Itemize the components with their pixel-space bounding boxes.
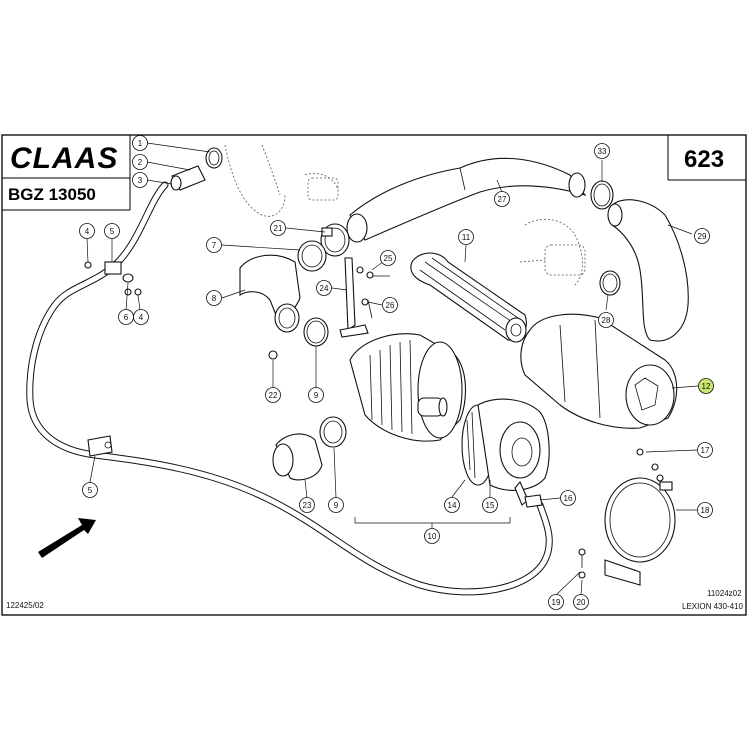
callout-3[interactable]: 3 xyxy=(132,172,148,188)
svg-text:16: 16 xyxy=(564,494,573,503)
svg-text:15: 15 xyxy=(486,501,495,510)
svg-text:18: 18 xyxy=(701,506,710,515)
page-number: 623 xyxy=(684,146,724,173)
svg-text:2: 2 xyxy=(138,158,143,167)
svg-text:17: 17 xyxy=(701,446,710,455)
sleeve-23 xyxy=(272,433,323,481)
svg-text:19: 19 xyxy=(552,598,561,607)
filter-cartridge-11 xyxy=(410,252,527,343)
callout-8[interactable]: 8 xyxy=(206,290,222,306)
air-filter-housing xyxy=(349,333,467,442)
callout-5-bottom[interactable]: 5 xyxy=(82,482,98,498)
footer-right-code: 11024z02 xyxy=(707,589,742,598)
svg-text:7: 7 xyxy=(212,241,217,250)
callout-28[interactable]: 28 xyxy=(598,312,614,328)
svg-text:29: 29 xyxy=(698,232,707,241)
callout-4-bottom[interactable]: 4 xyxy=(133,309,149,325)
callout-leaders xyxy=(86,142,699,596)
callout-33[interactable]: 33 xyxy=(594,143,610,159)
svg-text:12: 12 xyxy=(702,382,711,391)
svg-text:25: 25 xyxy=(384,254,393,263)
svg-text:20: 20 xyxy=(577,598,586,607)
footer-left-code: 122425/02 xyxy=(6,601,44,610)
svg-text:4: 4 xyxy=(85,227,90,236)
brand-logo: CLAAS xyxy=(10,142,118,175)
callout-10[interactable]: 10 xyxy=(424,528,440,544)
svg-text:14: 14 xyxy=(448,501,457,510)
callout-12[interactable]: 12 xyxy=(698,378,714,394)
callout-27[interactable]: 27 xyxy=(494,191,510,207)
pipe-27 xyxy=(346,157,587,243)
filter-element-12 xyxy=(520,313,678,429)
callout-25[interactable]: 25 xyxy=(380,250,396,266)
vacuum-hose-loop xyxy=(26,181,553,596)
svg-text:5: 5 xyxy=(110,227,115,236)
callout-6[interactable]: 6 xyxy=(118,309,134,325)
callout-9-bottom[interactable]: 9 xyxy=(328,497,344,513)
callout-11[interactable]: 11 xyxy=(458,229,474,245)
callout-26[interactable]: 26 xyxy=(382,297,398,313)
svg-text:1: 1 xyxy=(138,139,143,148)
callout-18[interactable]: 18 xyxy=(697,502,713,518)
hose-29 xyxy=(607,199,689,342)
callout-2[interactable]: 2 xyxy=(132,154,148,170)
turbo-outline xyxy=(519,218,586,286)
svg-text:6: 6 xyxy=(124,313,129,322)
elbow-8 xyxy=(239,254,301,333)
callout-17[interactable]: 17 xyxy=(697,442,713,458)
drawing: 1 2 3 4 5 6 4 7 8 9 22 21 24 25 26 27 11… xyxy=(26,135,714,610)
callout-7[interactable]: 7 xyxy=(206,237,222,253)
svg-text:11: 11 xyxy=(462,233,471,242)
svg-text:27: 27 xyxy=(498,195,507,204)
svg-text:3: 3 xyxy=(138,176,143,185)
svg-text:24: 24 xyxy=(320,284,329,293)
svg-text:22: 22 xyxy=(269,391,278,400)
footer-model: LEXION 430-410 xyxy=(682,602,743,611)
direction-arrow-icon xyxy=(38,518,96,558)
callout-20[interactable]: 20 xyxy=(573,594,589,610)
svg-text:21: 21 xyxy=(274,224,283,233)
svg-text:23: 23 xyxy=(303,501,312,510)
group-code: BGZ 13050 xyxy=(8,185,96,204)
svg-text:4: 4 xyxy=(139,313,144,322)
svg-text:28: 28 xyxy=(602,316,611,325)
callout-21[interactable]: 21 xyxy=(270,220,286,236)
svg-text:5: 5 xyxy=(88,486,93,495)
callout-4-top[interactable]: 4 xyxy=(79,223,95,239)
callout-29[interactable]: 29 xyxy=(694,228,710,244)
filter-cover xyxy=(461,398,550,506)
svg-text:9: 9 xyxy=(314,391,319,400)
svg-text:26: 26 xyxy=(386,301,395,310)
callout-24[interactable]: 24 xyxy=(316,280,332,296)
callout-14[interactable]: 14 xyxy=(444,497,460,513)
callout-22[interactable]: 22 xyxy=(265,387,281,403)
callout-15[interactable]: 15 xyxy=(482,497,498,513)
svg-text:9: 9 xyxy=(334,501,339,510)
svg-text:10: 10 xyxy=(428,532,437,541)
callout-19[interactable]: 19 xyxy=(548,594,564,610)
callout-16[interactable]: 16 xyxy=(560,490,576,506)
svg-text:8: 8 xyxy=(212,294,217,303)
strap-18 xyxy=(604,477,676,586)
callouts: 1 2 3 4 5 6 4 7 8 9 22 21 24 25 26 27 11… xyxy=(79,135,714,610)
callout-9-top[interactable]: 9 xyxy=(308,387,324,403)
svg-text:33: 33 xyxy=(598,147,607,156)
callout-5-top[interactable]: 5 xyxy=(104,223,120,239)
callout-23[interactable]: 23 xyxy=(299,497,315,513)
callout-1[interactable]: 1 xyxy=(132,135,148,151)
